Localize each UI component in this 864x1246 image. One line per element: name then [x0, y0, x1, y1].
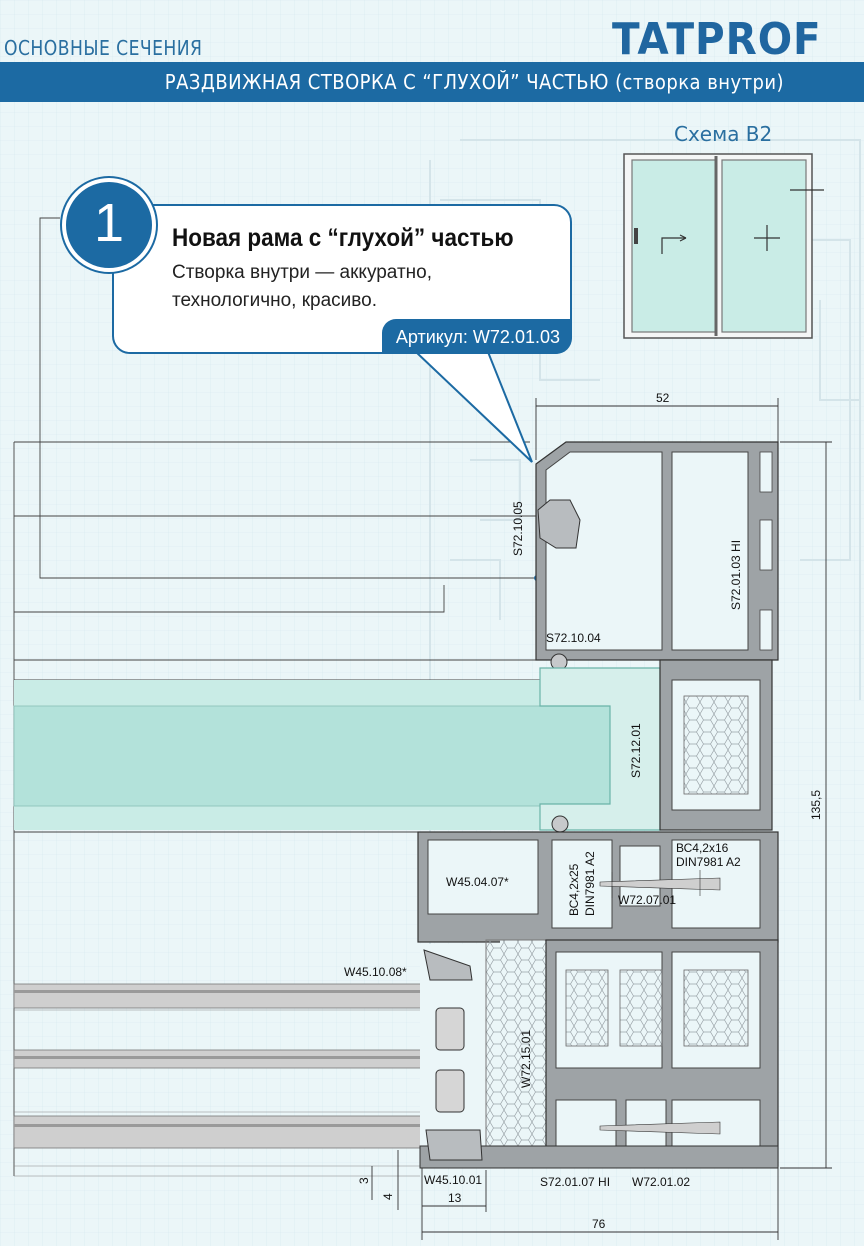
dim-height: 135,5 [809, 790, 823, 820]
label-w45-04-07: W45.04.07* [446, 875, 509, 889]
dim-gap-3: 3 [357, 1177, 371, 1184]
callout-title: Новая рама с “глухой” частью [172, 224, 514, 252]
insulated-column [659, 659, 773, 831]
glass-panel-lower [13, 983, 490, 1177]
frame-profile-lower [419, 939, 779, 1169]
subtitle-bar: РАЗДВИЖНАЯ СТВОРКА С “ГЛУХОЙ” ЧАСТЬЮ (ст… [0, 62, 864, 102]
label-s72-01-03: S72.01.03 HI [729, 540, 743, 610]
label-w45-10-08: W45.10.08* [344, 965, 407, 979]
label-w72-15-01: W72.15.01 [519, 1030, 533, 1088]
label-s72-12-01: S72.12.01 [629, 723, 643, 778]
callout-line-1: Створка внутри — аккуратно, [172, 262, 432, 283]
article-badge: Артикул: W72.01.03 [381, 319, 572, 354]
dim-top-width: 52 [656, 391, 670, 405]
subtitle-text: РАЗДВИЖНАЯ СТВОРКА С “ГЛУХОЙ” ЧАСТЬЮ (ст… [164, 70, 784, 94]
label-w72-07: W72.07.01 [618, 893, 676, 907]
frame-profile-top [535, 441, 779, 671]
scheme-label: Схема В2 [674, 122, 773, 146]
callout-number: 1 [93, 193, 125, 253]
brand-logo: TATPROF [612, 14, 822, 65]
label-w45-10-01: W45.10.01 [424, 1173, 482, 1187]
dim-gap-4: 4 [381, 1193, 395, 1200]
frame-profile-middle [417, 831, 779, 943]
section-title: ОСНОВНЫЕ СЕЧЕНИЯ [4, 36, 203, 60]
leader-lines [13, 217, 548, 1176]
label-s72-01-07: S72.01.07 HI [540, 1175, 610, 1189]
callout-card: Новая рама с “глухой” частью Створка вну… [112, 204, 572, 354]
dimension-lines [371, 398, 832, 1240]
callout-number-badge: 1 [62, 178, 156, 272]
label-bc-left-1: ВС4,2х25 [567, 863, 581, 916]
glass-panel-upper [13, 680, 614, 830]
scheme-window [623, 153, 824, 339]
label-bc-left-2: DIN7981 A2 [583, 851, 597, 916]
dim-bottom-width: 76 [592, 1217, 606, 1231]
label-s72-10-04: S72.10.04 [546, 631, 601, 645]
label-s72-10-05: S72.10.05 [511, 501, 525, 556]
callout-line-2: технологично, красиво. [172, 290, 377, 311]
label-w72-01-02: W72.01.02 [632, 1175, 690, 1189]
dim-small-width: 13 [448, 1191, 462, 1205]
label-bc-right-2: DIN7981 A2 [676, 855, 741, 869]
label-bc-right-1: ВС4,2х16 [676, 841, 729, 855]
